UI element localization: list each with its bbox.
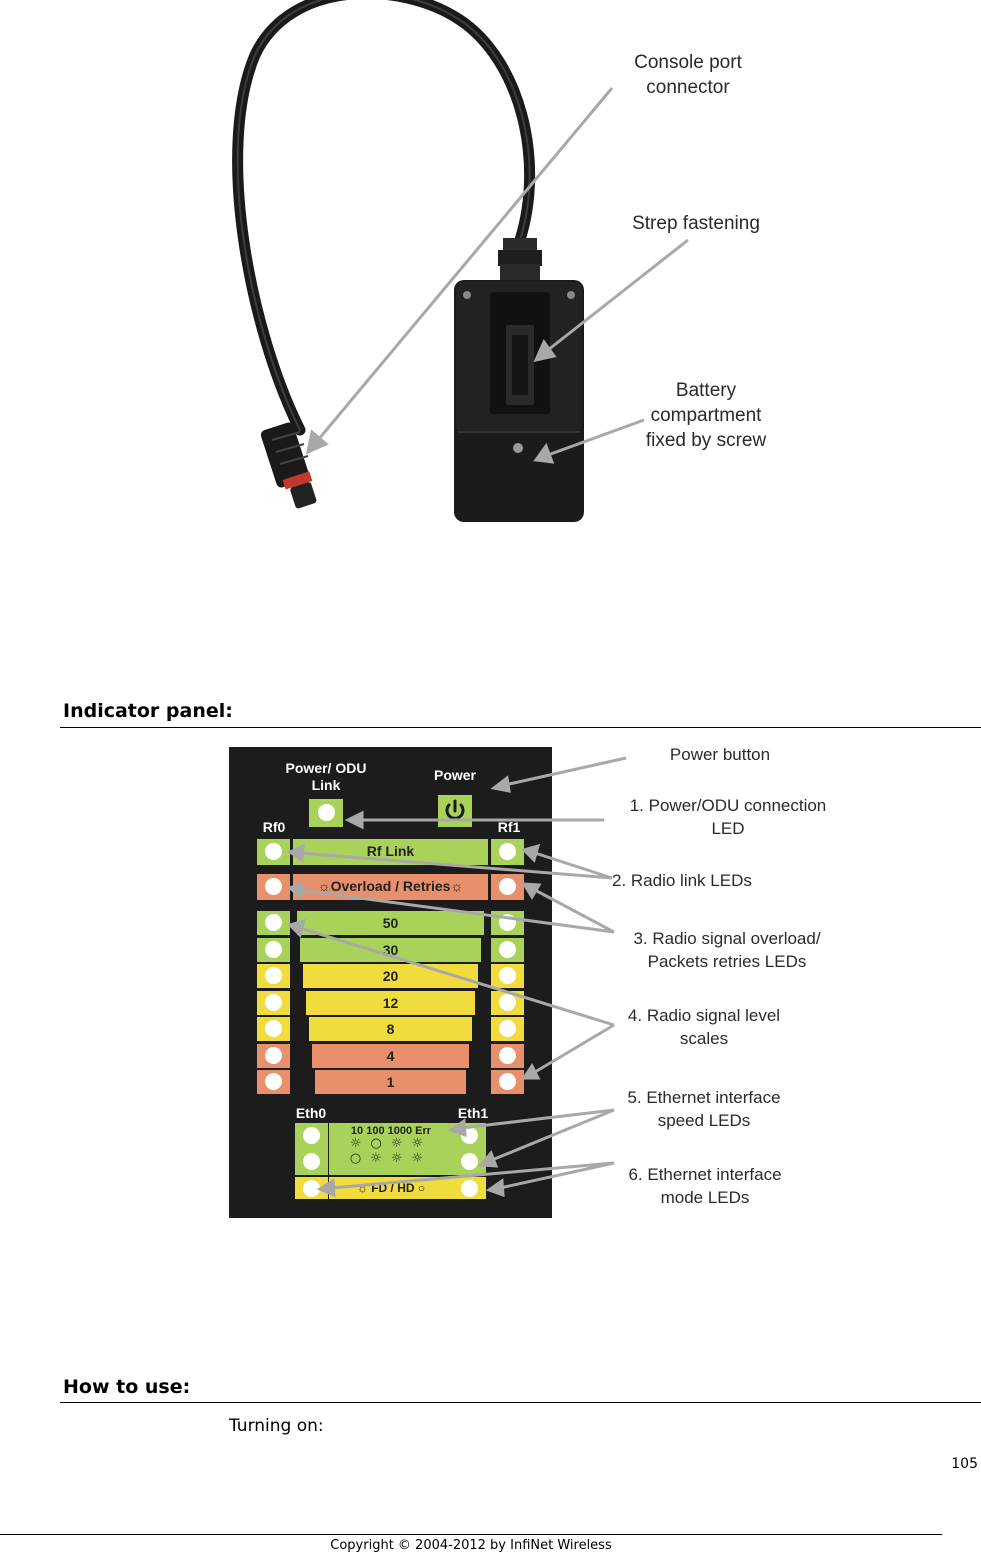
rf0-link-led [257,839,290,865]
rf1-scale-led [491,1043,524,1068]
rf0-label: Rf0 [262,819,286,835]
heading-rule [60,727,981,728]
scale-bar: 4 [312,1043,469,1068]
speed-glyphs-row-1: ☼○☼☼ [349,1136,433,1151]
callout-strap-fastening: Strep fastening [632,213,760,234]
console-device-photo [232,0,689,522]
sun-icon: ☼ [317,878,331,894]
eth0-speed-led-1 [295,1123,328,1149]
scale-bar: 1 [315,1070,466,1094]
heading-rule [60,1402,981,1403]
scale-bar: 12 [306,990,475,1015]
power-odu-led [309,799,343,827]
scale-bar: 50 [297,911,484,935]
circle-icon: ○ [414,1181,426,1195]
eth1-mode-led [453,1177,486,1199]
rf1-link-led [491,839,524,865]
overload-label: Overload / Retries [330,878,451,894]
overload-retries-bar: ☼Overload / Retries☼ [293,874,488,900]
footer-rule [0,1534,942,1535]
page-number: 105 [951,1456,978,1472]
callout-ethernet-speed-leds: 5. Ethernet interface speed LEDs [627,1088,781,1130]
rf0-scale-led [257,964,290,988]
callout-console-port: Console port connector [634,52,742,98]
callout-radio-link-leds: 2. Radio link LEDs [612,871,752,890]
rf0-scale-led [257,937,290,962]
copyright: Copyright © 2004-2012 by InfiNet Wireles… [330,1538,612,1553]
rf1-scale-led [491,1017,524,1041]
callout-overload-leds: 3. Radio signal overload/ Packets retrie… [633,929,821,971]
power-odu-label: Power/ ODU Link [285,760,367,793]
scale-bar: 8 [309,1017,472,1041]
speed-glyphs-row-2: ○☼☼☼ [349,1151,433,1166]
rf0-scale-led [257,911,290,935]
rf1-scale-led [491,937,524,962]
callout-power-button: Power button [669,745,771,764]
rf1-scale-led [491,964,524,988]
scale-bar: 20 [303,964,478,988]
console-port-connector [260,422,317,509]
panel-callout-arrows [286,756,627,1198]
speed-labels: 10 100 1000 Err [350,1125,432,1137]
eth1-speed-led-2 [453,1149,486,1175]
rf1-scale-led [491,990,524,1015]
power-button[interactable] [438,795,472,827]
eth1-label: Eth1 [457,1105,489,1121]
how-to-use-heading: How to use: [63,1376,191,1398]
device-box [454,280,584,522]
power-icon [445,799,465,820]
eth0-mode-led [295,1177,328,1199]
sun-icon: ☼ [356,1181,372,1195]
rf1-overload-led [491,874,524,900]
rf1-scale-led [491,1070,524,1094]
eth0-speed-led-2 [295,1149,328,1175]
rf1-label: Rf1 [497,819,521,835]
rf0-scale-led [257,990,290,1015]
indicator-panel-heading: Indicator panel: [63,700,233,722]
callout-signal-level-scales: 4. Radio signal level scales [627,1006,781,1048]
eth0-label: Eth0 [295,1105,327,1121]
indicator-panel: Power/ ODU Link Power Rf0 Rf1 Rf Link ☼O… [229,747,552,1218]
callout-ethernet-mode-leds: 6. Ethernet interface mode LEDs [628,1165,782,1207]
power-label: Power [433,767,476,783]
rf0-overload-led [257,874,290,900]
callout-power-odu-led: 1. Power/ODU connection LED [629,796,827,838]
sun-icon: ☼ [450,878,464,894]
rf0-scale-led [257,1043,290,1068]
callout-battery-compartment: Battery compartment fixed by screw [645,380,767,451]
ethernet-speed-legend: 10 100 1000 Err ☼○☼☼ ○☼☼☼ [329,1123,453,1175]
turning-on-text: Turning on: [229,1416,324,1436]
rf0-scale-led [257,1017,290,1041]
rf0-scale-led [257,1070,290,1094]
